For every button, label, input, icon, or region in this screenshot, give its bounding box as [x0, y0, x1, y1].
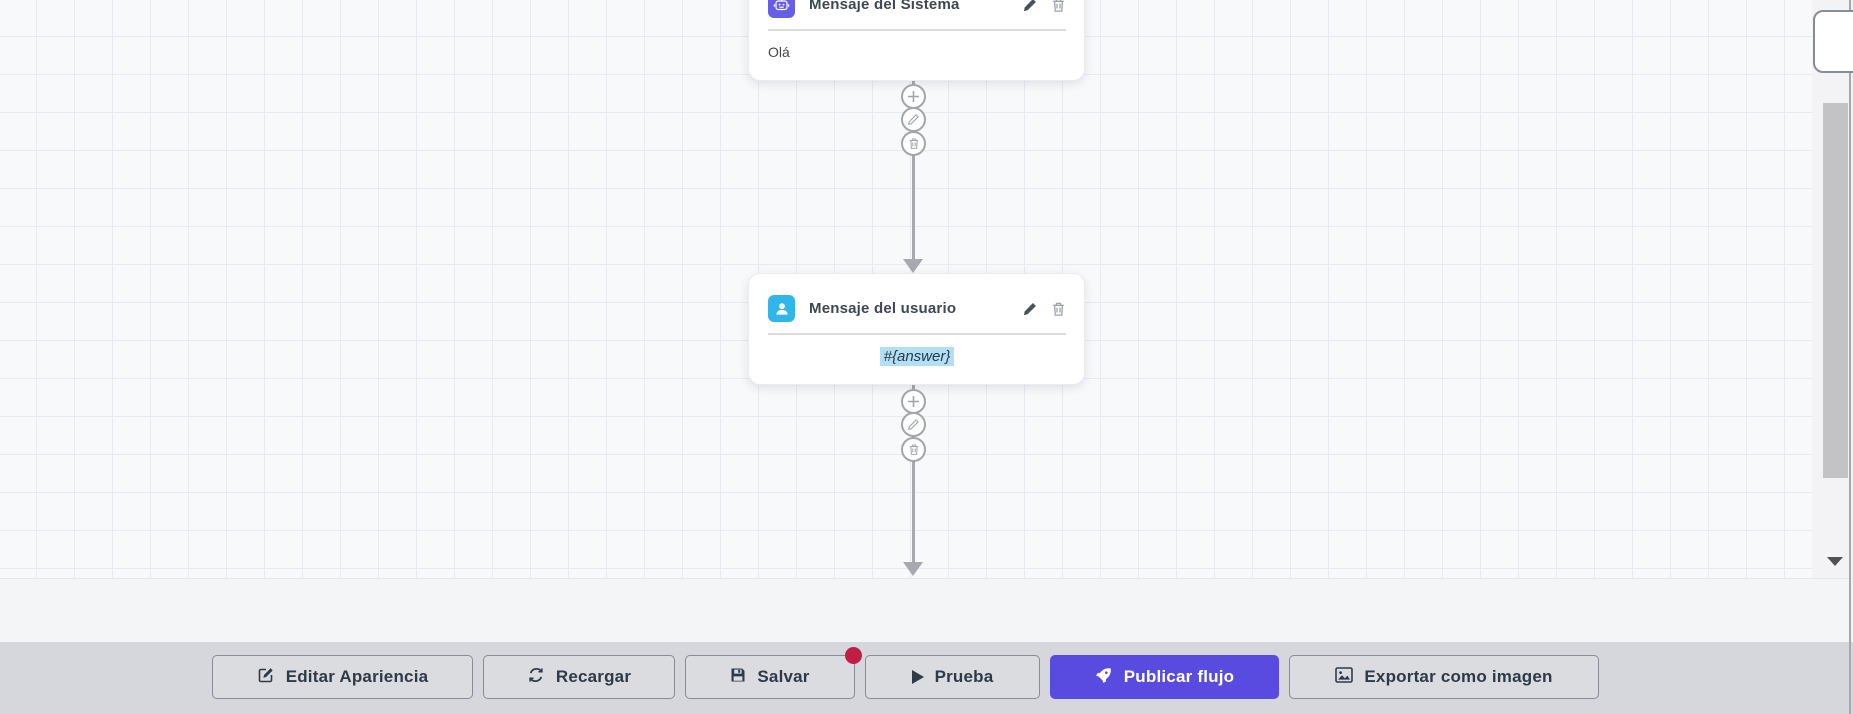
robot-icon — [768, 0, 795, 18]
node-user-message[interactable]: Mensaje del usuario #{answer} — [748, 273, 1085, 385]
button-label: Editar Apariencia — [285, 667, 429, 686]
connector-arrowhead-icon — [903, 562, 923, 576]
inner-scrollbar-thumb[interactable] — [1813, 10, 1853, 73]
node-header: Mensaje del usuario — [768, 295, 1066, 322]
node-title: Mensaje del Sistema — [809, 0, 960, 13]
connector-line — [912, 384, 915, 564]
unsaved-changes-badge — [845, 647, 862, 664]
image-icon — [1335, 666, 1354, 688]
node-title: Mensaje del usuario — [809, 300, 957, 317]
node-body-text: Olá — [768, 44, 790, 60]
refresh-icon — [527, 666, 545, 689]
button-label: Salvar — [757, 667, 810, 686]
button-label: Prueba — [934, 667, 994, 686]
play-icon — [911, 670, 924, 684]
button-label: Publicar flujo — [1123, 667, 1235, 686]
divider — [768, 29, 1066, 31]
footer-toolbar: Editar Apariencia Recargar — [0, 642, 1853, 714]
export-image-button[interactable]: Exportar como imagen — [1289, 655, 1599, 699]
rocket-icon — [1095, 666, 1113, 689]
divider — [768, 333, 1066, 335]
pencil-icon[interactable] — [901, 412, 926, 437]
canvas-footer-gap — [0, 578, 1853, 642]
button-label: Recargar — [555, 667, 632, 686]
test-button[interactable]: Prueba — [865, 655, 1040, 699]
edit-icon[interactable] — [1022, 301, 1038, 317]
connector-arrowhead-icon — [903, 259, 923, 273]
edit-square-icon — [257, 666, 275, 689]
trash-icon[interactable] — [1051, 0, 1066, 13]
trash-icon[interactable] — [901, 437, 926, 462]
edit-icon[interactable] — [1022, 0, 1038, 13]
publish-flow-button[interactable]: Publicar flujo — [1050, 655, 1279, 699]
trash-icon[interactable] — [901, 131, 926, 156]
node-body-text: #{answer} — [768, 347, 1066, 366]
scrollbar-thumb[interactable] — [1823, 103, 1848, 478]
variable-chip[interactable]: #{answer} — [879, 347, 955, 366]
user-icon — [768, 295, 795, 322]
reload-button[interactable]: Recargar — [483, 655, 675, 699]
pencil-icon[interactable] — [901, 107, 926, 132]
edit-appearance-button[interactable]: Editar Apariencia — [212, 655, 473, 699]
node-system-message[interactable]: Mensaje del Sistema Olá — [748, 0, 1085, 81]
save-button[interactable]: Salvar — [685, 647, 862, 699]
flow-canvas[interactable]: Mensaje del Sistema Olá — [0, 0, 1853, 578]
save-icon — [730, 667, 746, 688]
add-node-icon[interactable] — [901, 84, 926, 109]
scroll-down-icon[interactable] — [1827, 557, 1843, 566]
node-header: Mensaje del Sistema — [768, 0, 1066, 18]
trash-icon[interactable] — [1051, 301, 1066, 317]
toolbar-button-row: Editar Apariencia Recargar — [212, 647, 1599, 699]
connector-line — [912, 79, 915, 260]
add-node-icon[interactable] — [901, 389, 926, 414]
window-edge — [1849, 0, 1851, 714]
button-label: Exportar como imagen — [1364, 667, 1553, 686]
